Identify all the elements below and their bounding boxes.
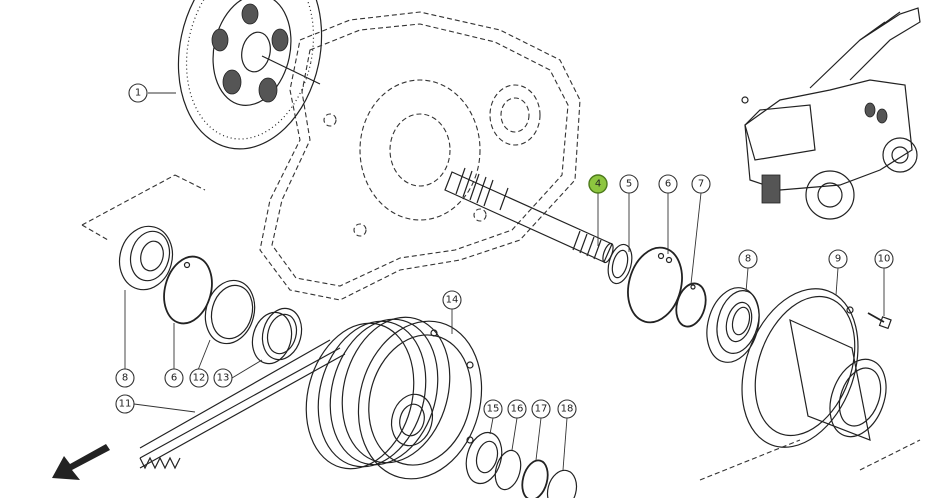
callout-label: 7 <box>698 179 704 190</box>
callout-label: 1 <box>135 88 141 99</box>
part-shaft[interactable] <box>444 167 615 264</box>
callout-label: 11 <box>119 399 132 410</box>
callout-label: 18 <box>561 404 574 415</box>
callout-label: 8 <box>122 373 128 384</box>
part-circlip-6-upper[interactable] <box>620 242 690 329</box>
part-washer-5[interactable] <box>604 242 636 286</box>
callout-6-lower[interactable]: 6 <box>164 368 184 388</box>
part-pulley-14[interactable] <box>291 305 499 493</box>
part-ring-7[interactable] <box>672 280 710 330</box>
callout-label: 13 <box>217 373 230 384</box>
flange-guide <box>699 439 921 481</box>
part-bolt-10[interactable] <box>867 312 892 330</box>
callout-5[interactable]: 5 <box>619 174 639 194</box>
callout-8-upper[interactable]: 8 <box>738 249 758 269</box>
callout-label: 4 <box>595 179 601 190</box>
callout-label: 8 <box>745 254 751 265</box>
callout-label: 17 <box>535 404 548 415</box>
callout-8-lower[interactable]: 8 <box>115 368 135 388</box>
callout-16[interactable]: 16 <box>507 399 527 419</box>
callout-14[interactable]: 14 <box>442 290 462 310</box>
part-bearing-8-lower[interactable] <box>113 220 180 295</box>
callout-15[interactable]: 15 <box>483 399 503 419</box>
callout-1[interactable]: 1 <box>128 83 148 103</box>
callout-18[interactable]: 18 <box>557 399 577 419</box>
callout-label: 5 <box>626 179 632 190</box>
part-ring-18[interactable] <box>543 467 580 498</box>
part-circlip-17[interactable] <box>518 458 552 498</box>
callout-7[interactable]: 7 <box>691 174 711 194</box>
lower-assembly-guide <box>81 174 206 241</box>
callout-9[interactable]: 9 <box>828 249 848 269</box>
part-belt-11[interactable] <box>139 339 346 470</box>
part-circlip-6-lower[interactable] <box>157 251 219 329</box>
callout-label: 6 <box>171 373 177 384</box>
callout-6-upper[interactable]: 6 <box>658 174 678 194</box>
part-clutch-disc[interactable] <box>161 0 340 162</box>
callout-4[interactable]: 4 <box>588 174 608 194</box>
callout-label: 6 <box>665 179 671 190</box>
forage-harvester-icon <box>741 7 921 220</box>
callout-10[interactable]: 10 <box>874 249 894 269</box>
callout-label: 10 <box>878 254 891 265</box>
callout-label: 14 <box>446 295 459 306</box>
part-sleeve-13[interactable] <box>247 304 307 368</box>
callout-label: 12 <box>193 373 206 384</box>
callout-13[interactable]: 13 <box>213 368 233 388</box>
arrow-down-left-icon <box>52 444 110 480</box>
callout-label: 16 <box>511 404 524 415</box>
callout-11[interactable]: 11 <box>115 394 135 414</box>
part-ring-12[interactable] <box>199 275 262 349</box>
leader-lines <box>124 92 885 471</box>
part-bearing-8-upper[interactable] <box>699 282 767 368</box>
callout-17[interactable]: 17 <box>531 399 551 419</box>
callout-label: 9 <box>835 254 841 265</box>
part-ring-16[interactable] <box>491 448 525 493</box>
callout-12[interactable]: 12 <box>189 368 209 388</box>
gearbox-housing-outline <box>259 11 581 301</box>
part-bearing-15[interactable] <box>461 428 507 487</box>
callout-label: 15 <box>487 404 500 415</box>
part-flange-housing[interactable] <box>721 272 896 463</box>
